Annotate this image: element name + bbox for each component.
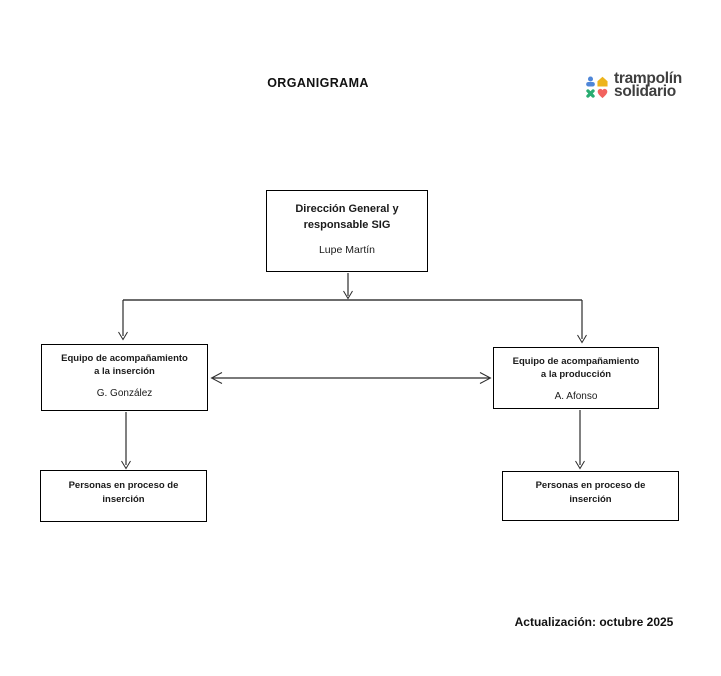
arrowhead-personas-der — [575, 460, 585, 470]
person-icon — [586, 76, 595, 87]
node-personas-insercion-der: Personas en proceso de inserción — [502, 471, 679, 521]
node-title-line: Dirección General y — [295, 203, 399, 215]
node-title-line: Personas en proceso de — [68, 480, 179, 491]
arrowhead-double-left — [210, 372, 223, 384]
logo-icon-grid — [585, 76, 608, 99]
node-equipo-insercion: Equipo de acompañamiento a la inserción … — [41, 344, 208, 411]
node-equipo-produccion: Equipo de acompañamiento a la producción… — [493, 347, 659, 409]
node-title-line: responsable SIG — [303, 218, 391, 231]
node-title-line: inserción — [102, 493, 145, 505]
node-title-line: Equipo de acompañamiento — [61, 353, 188, 364]
node-person-name: G. González — [96, 388, 153, 399]
node-personas-insercion-izq: Personas en proceso de inserción — [40, 470, 207, 522]
arrowhead-center — [343, 290, 353, 300]
arrowhead-left — [118, 331, 128, 341]
heart-icon — [597, 88, 608, 99]
node-title-line: a la inserción — [94, 366, 155, 377]
arrowhead-personas-izq — [121, 460, 131, 470]
house-icon — [597, 76, 608, 87]
node-direccion-general: Dirección General y responsable SIG Lupe… — [266, 190, 428, 272]
node-person-name: A. Afonso — [554, 391, 598, 402]
node-title-line: Equipo de acompañamiento — [512, 356, 640, 367]
node-person-name: Lupe Martín — [318, 244, 376, 256]
arrowhead-right — [577, 334, 587, 344]
logo-word-line1: trampolín — [614, 70, 682, 87]
node-title-line: Personas en proceso de — [535, 480, 646, 491]
puzzle-x-icon — [586, 89, 595, 98]
logo-wordmark: trampolín solidario — [614, 70, 682, 100]
page-title: ORGANIGRAMA — [267, 76, 369, 90]
node-title-line: a la producción — [540, 369, 612, 380]
update-date-note: Actualización: octubre 2025 — [514, 615, 674, 629]
arrowhead-double-right — [479, 372, 492, 384]
logo-word-line2: solidario — [614, 83, 676, 100]
trampolin-solidario-logo: trampolín solidario — [585, 70, 682, 100]
node-title-line: inserción — [569, 493, 612, 505]
